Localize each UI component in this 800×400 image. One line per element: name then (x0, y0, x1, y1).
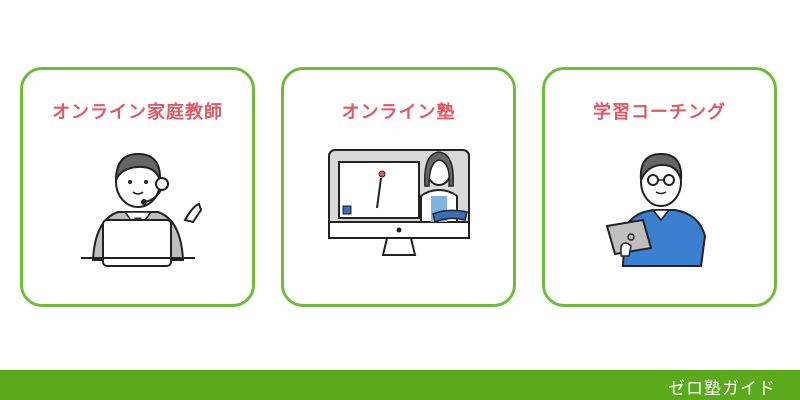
tutor-with-headset-icon (23, 140, 252, 290)
card-online-juku: オンライン塾 (281, 67, 516, 307)
card-title: オンライン家庭教師 (52, 102, 223, 123)
card-title: 学習コーチング (593, 102, 726, 123)
coach-with-laptop-icon (545, 140, 774, 290)
card-online-tutor: オンライン家庭教師 (20, 67, 255, 307)
card-learning-coaching: 学習コーチング (542, 67, 777, 307)
footer-bar: ゼロ塾ガイド (0, 370, 800, 400)
card-title: オンライン塾 (341, 102, 456, 123)
brand-label: ゼロ塾ガイド (668, 379, 776, 399)
teacher-on-monitor-icon (284, 140, 513, 290)
